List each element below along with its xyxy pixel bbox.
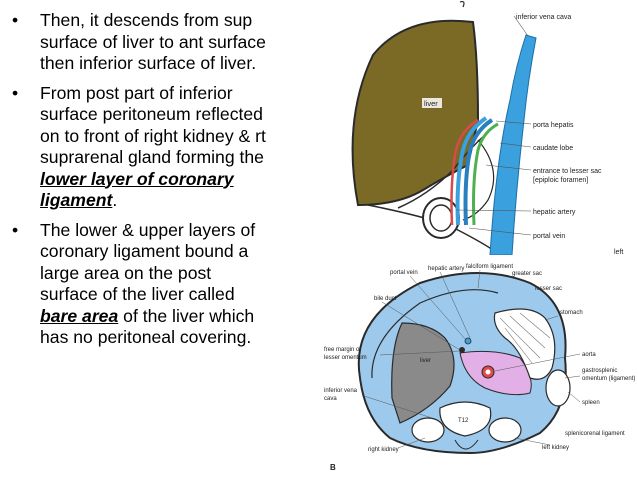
- label-splenicorenal: splenicorenal ligament: [565, 431, 625, 437]
- label-greater-sac: greater sac: [512, 271, 542, 277]
- label-gastrosplenic-omentum: omentum (ligament): [582, 376, 635, 382]
- label-aorta: aorta: [582, 352, 596, 358]
- label-b-hepatic-artery: hepatic artery: [428, 266, 464, 272]
- label-stomach: stomach: [560, 310, 583, 316]
- label-caudate-lobe: caudate lobe: [533, 145, 573, 152]
- bullet-2-line-1: From post part of inferior: [40, 82, 233, 103]
- bullet-2-line-3: on to front of right kidney & rt: [40, 125, 266, 146]
- label-gastrosplenic: gastrosplenic: [582, 368, 617, 374]
- label-portal-vein: portal vein: [533, 233, 565, 240]
- bullet-3-line-1: The lower & upper layers of: [40, 219, 256, 240]
- label-right-kidney: right kidney: [368, 447, 399, 453]
- label-entrance-lesser-sac: entrance to lesser sac: [533, 168, 602, 175]
- bullet-1-line-1: Then, it descends from sup: [40, 10, 253, 30]
- bullet-item-1: • Then, it descends from sup surface of …: [0, 10, 318, 75]
- bullet-icon: •: [12, 10, 19, 30]
- label-inferior-vena: inferior vena: [324, 388, 358, 394]
- liver-shape: [351, 19, 480, 207]
- bullet-3-line-3: large area on the post: [40, 262, 212, 283]
- label-lesser-sac: lesser sac: [535, 286, 562, 292]
- lesser-sac-region: [459, 350, 532, 396]
- bullet-3-after-emphasis: of the liver which: [118, 305, 255, 326]
- emphasis-ligament: ligament: [40, 190, 113, 210]
- label-ivc: inferior vena cava: [516, 14, 571, 21]
- bullet-item-2: • From post part of inferior surface per…: [0, 83, 318, 212]
- bullet-item-3: • The lower & upper layers of coronary l…: [0, 220, 318, 349]
- label-b-liver: liver: [420, 358, 431, 364]
- bullet-icon: •: [12, 219, 19, 240]
- label-b-portal-vein: portal vein: [390, 270, 418, 276]
- figure-liver-section: liver inferior vena cava porta hepatis c…: [328, 0, 638, 255]
- bullet-icon: •: [12, 82, 19, 103]
- bullet-1-line-2: surface of liver to ant surface: [40, 31, 266, 52]
- liver-section: [391, 322, 455, 424]
- label-free-margin: free margin of: [324, 347, 361, 353]
- figure-transverse-section: falciform ligament portal vein hepatic a…: [320, 258, 638, 479]
- label-epiploic-foramen: [epiploic foramen]: [533, 177, 588, 184]
- label-figure-letter: B: [330, 463, 336, 472]
- label-falciform: falciform ligament: [466, 264, 513, 270]
- stomach-section: [493, 308, 556, 380]
- label-spleen: spleen: [582, 400, 600, 406]
- bullet-3-line-2: coronary ligament bound a: [40, 241, 249, 261]
- bullet-2-period: .: [112, 190, 118, 210]
- label-cava: cava: [324, 396, 337, 402]
- label-hepatic-artery: hepatic artery: [533, 209, 576, 216]
- emphasis-bare-area: bare area: [40, 305, 119, 326]
- label-liver: liver: [424, 99, 438, 108]
- vertebra-t12: [439, 401, 492, 437]
- label-porta-hepatis: porta hepatis: [533, 122, 574, 129]
- label-bile-duct: bile duct: [374, 296, 397, 302]
- label-lesser-omentum: lesser omentum: [324, 355, 367, 361]
- label-left-kidney: left kidney: [542, 445, 569, 451]
- label-t12: T12: [458, 418, 469, 424]
- bullet-3-last-line: has no peritoneal covering.: [40, 327, 252, 347]
- emphasis-lower-layer: lower layer of coronary: [40, 168, 234, 189]
- bullet-3-line-4: surface of the liver called: [40, 284, 235, 304]
- label-left: left: [614, 249, 623, 255]
- bullet-list: • Then, it descends from sup surface of …: [0, 10, 318, 357]
- bullet-2-line-4: suprarenal gland forming the: [40, 147, 264, 167]
- ivc-shape: [489, 34, 537, 255]
- bullet-1-line-3: then inferior surface of liver.: [40, 53, 257, 73]
- bullet-2-line-2: surface peritoneum reflected: [40, 104, 263, 124]
